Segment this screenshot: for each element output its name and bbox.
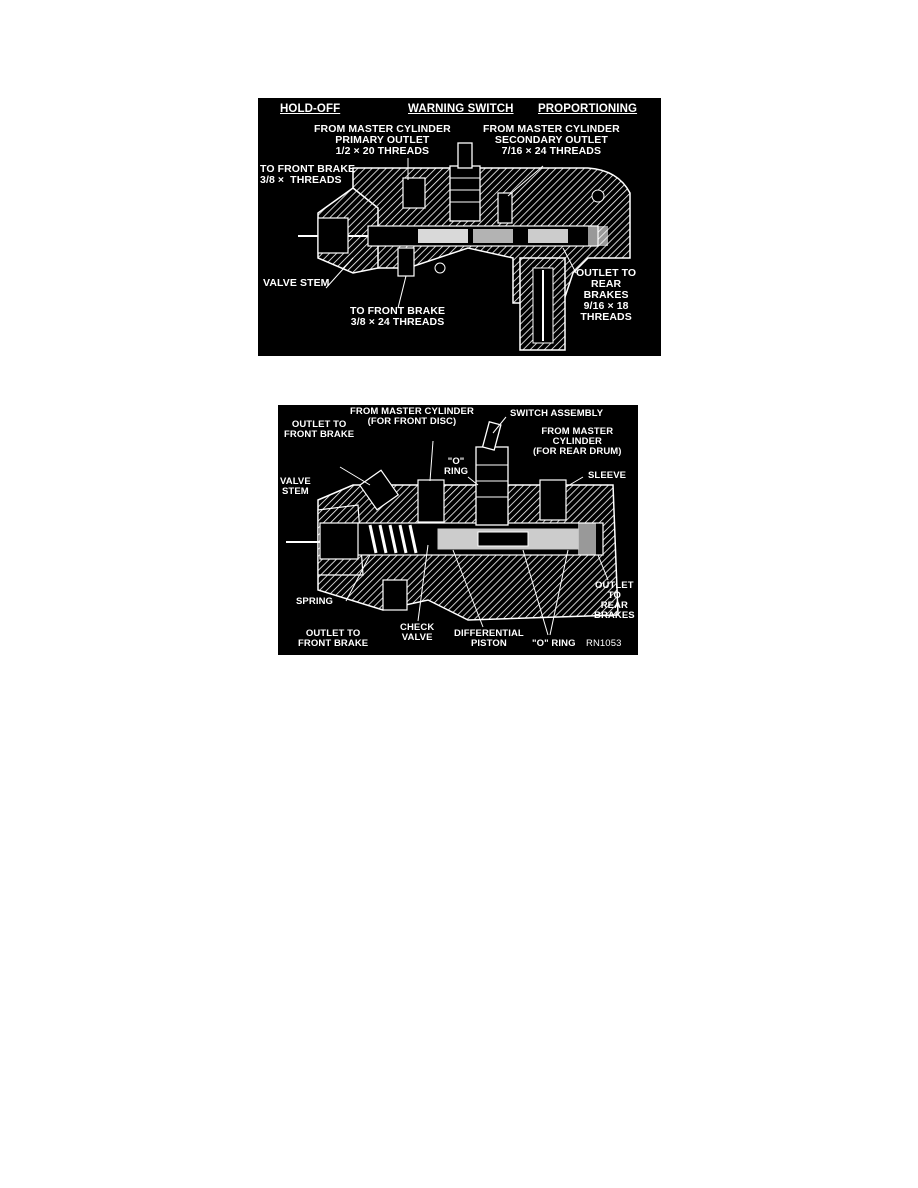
label-to-front-brake-top: TO FRONT BRAKE 3/8 × THREADS <box>260 163 356 186</box>
valve-cross-section-2 <box>286 416 619 636</box>
figure-code: RN1053 <box>586 638 622 649</box>
front-port-angled <box>358 469 400 511</box>
label-spring: SPRING <box>296 596 334 607</box>
label-sleeve: SLEEVE <box>588 470 627 481</box>
label-switch-assembly: SWITCH ASSEMBLY <box>510 408 604 419</box>
label-valve-stem: VALVE STEM <box>263 277 330 289</box>
label-check-valve: CHECK VALVE <box>400 622 435 643</box>
header-warning-switch: WARNING SWITCH <box>408 103 514 115</box>
header-hold-off: HOLD-OFF <box>280 103 341 115</box>
label-outlet-front-bottom: OUTLET TO FRONT BRAKE <box>298 628 369 649</box>
label-to-front-brake-bottom: TO FRONT BRAKE 3/8 × 24 THREADS <box>350 305 446 328</box>
label-valve-stem: VALVE STEM <box>280 476 311 497</box>
rear-drum-port <box>539 479 567 521</box>
label-from-master-secondary: FROM MASTER CYLINDER SECONDARY OUTLET 7/… <box>483 123 620 157</box>
proportioning-valve-diagram-top: HOLD-OFF WARNING SWITCH PROPORTIONING FR… <box>258 98 661 356</box>
header-proportioning: PROPORTIONING <box>538 103 638 115</box>
label-outlet-rear: OUTLET TO REAR BRAKES 9/16 × 18 THREADS <box>576 267 637 323</box>
valve-cross-section-1 <box>298 142 631 351</box>
label-o-ring-top: "O" RING <box>444 456 469 477</box>
label-from-master-rear: FROM MASTER CYLINDER (FOR REAR DRUM) <box>533 426 622 457</box>
label-o-ring-bottom: "O" RING <box>532 638 576 649</box>
front-port-bottom <box>382 579 408 611</box>
secondary-port <box>497 192 513 224</box>
front-port-bottom <box>397 247 415 277</box>
front-disc-port <box>417 479 445 523</box>
label-from-master-primary: FROM MASTER CYLINDER PRIMARY OUTLET 1/2 … <box>314 123 451 157</box>
label-differential-piston: DIFFERENTIAL PISTON <box>454 628 524 649</box>
switch-assembly <box>475 446 509 526</box>
label-outlet-front-top: OUTLET TO FRONT BRAKE <box>284 419 355 440</box>
warning-switch <box>449 165 481 222</box>
primary-port <box>402 177 426 209</box>
label-from-master-front: FROM MASTER CYLINDER (FOR FRONT DISC) <box>350 406 474 427</box>
proportioning-valve-diagram-bottom: FROM MASTER CYLINDER (FOR FRONT DISC) SW… <box>278 405 638 655</box>
spring <box>368 524 418 554</box>
label-outlet-rear: OUTLET TO REAR BRAKES <box>594 580 635 621</box>
